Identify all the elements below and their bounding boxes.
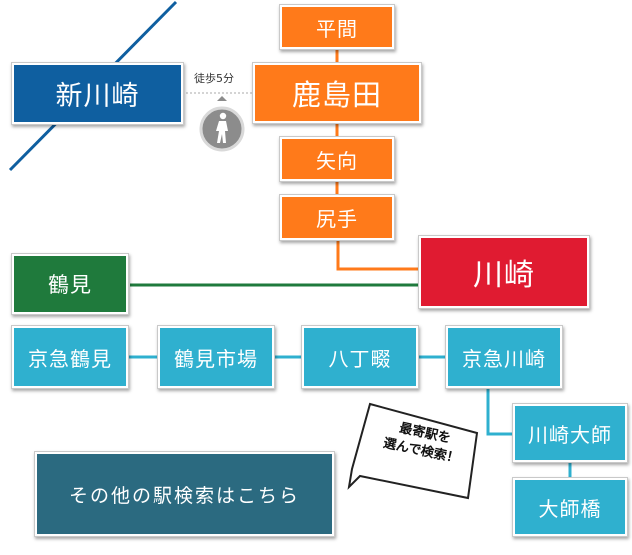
other-station-search-button[interactable]: その他の駅検索はこちら xyxy=(34,451,335,537)
station-kashimada[interactable]: 鹿島田 xyxy=(252,62,422,124)
station-daishibashi[interactable]: 大師橋 xyxy=(512,477,628,537)
station-kawasaki[interactable]: 川崎 xyxy=(418,235,590,309)
station-shin-kawasaki[interactable]: 新川崎 xyxy=(11,62,184,125)
station-kawasaki-daishi[interactable]: 川崎大師 xyxy=(512,403,628,463)
station-shitte[interactable]: 尻手 xyxy=(279,194,395,241)
pedestrian-icon xyxy=(199,96,245,152)
station-hirama[interactable]: 平間 xyxy=(279,4,395,50)
nambu-kawasaki-connector xyxy=(336,241,420,271)
station-tsurumi-ichiba[interactable]: 鶴見市場 xyxy=(157,325,275,389)
station-keikyu-tsurumi[interactable]: 京急鶴見 xyxy=(11,325,129,389)
callout-bubble xyxy=(347,402,479,500)
station-tsurumi[interactable]: 鶴見 xyxy=(11,253,129,315)
walk-time-label: 徒歩5分 xyxy=(194,72,234,85)
station-hatchonawate[interactable]: 八丁畷 xyxy=(301,325,419,389)
station-keikyu-kawasaki[interactable]: 京急川崎 xyxy=(445,325,563,389)
station-yako[interactable]: 矢向 xyxy=(279,136,395,182)
